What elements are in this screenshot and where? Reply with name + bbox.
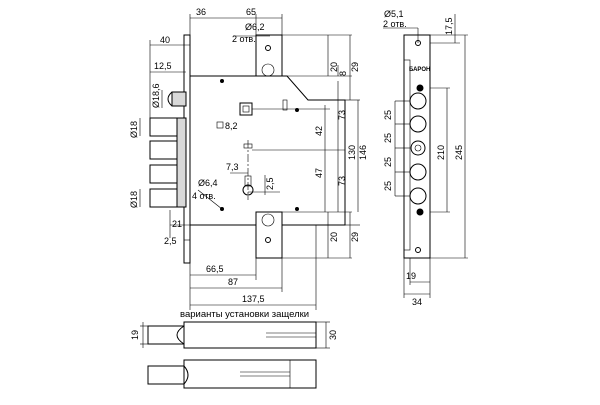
latch-bolt-bevel bbox=[167, 91, 173, 107]
fp-dim-245: 245 bbox=[454, 145, 464, 160]
dim-21: 21 bbox=[172, 219, 182, 229]
mount-hole-4 bbox=[295, 207, 299, 211]
latch-variant-2-bevel bbox=[183, 365, 189, 385]
latch-variants: варианты установки защелки 19 30 bbox=[130, 309, 338, 389]
tab-detail-top bbox=[261, 63, 275, 77]
dim-40: 40 bbox=[160, 35, 170, 45]
dim-20-bottom: 20 bbox=[329, 232, 339, 242]
fp-latch-inner bbox=[414, 144, 422, 152]
dim-47: 47 bbox=[314, 168, 324, 178]
dim-8: 8 bbox=[338, 71, 348, 76]
fp-hole-bottom bbox=[415, 247, 421, 253]
fp-dim-2-holes: 2 отв. bbox=[383, 19, 407, 29]
tab-hole-top bbox=[265, 45, 271, 51]
square-follower-inner bbox=[242, 105, 250, 113]
dim-18-a: Ø18 bbox=[129, 121, 139, 138]
dim-87: 87 bbox=[228, 277, 238, 287]
dim-7-3: 7,3 bbox=[226, 162, 239, 172]
latch-variant-2-body bbox=[183, 359, 317, 389]
sq-symbol-82 bbox=[216, 121, 224, 129]
dim-146: 146 bbox=[358, 145, 368, 160]
center-mark bbox=[243, 143, 253, 149]
dim-hole-62: Ø6,2 bbox=[245, 22, 265, 32]
fp-bolt-4 bbox=[409, 187, 427, 205]
bolt-band bbox=[176, 117, 187, 208]
dim-18-6: Ø18,6 bbox=[151, 83, 161, 108]
dim-12-5: 12,5 bbox=[154, 61, 172, 71]
dim-2-5-b: 2,5 bbox=[265, 177, 275, 190]
dim-2-holes-a: 2 отв. bbox=[232, 34, 256, 44]
fp-dim-5-1: Ø5,1 bbox=[384, 9, 404, 19]
fp-dim-25-1: 25 bbox=[383, 110, 393, 120]
dim-29-top: 29 bbox=[350, 62, 360, 72]
fp-dim-34: 34 bbox=[412, 297, 422, 307]
latch-variant-1-bolt bbox=[147, 325, 185, 345]
dim-73-bottom: 73 bbox=[337, 176, 347, 186]
brand-logo: БАРОН bbox=[409, 67, 430, 73]
main-dim-texts: 36 65 Ø6,2 2 отв. 40 12,5 Ø18,6 Ø18 Ø18 … bbox=[129, 7, 368, 304]
fp-dim-25-2: 25 bbox=[383, 133, 393, 143]
body-bottom-tab bbox=[255, 211, 283, 259]
dim-65: 65 bbox=[246, 7, 256, 17]
fp-screw-1 bbox=[416, 84, 424, 92]
latch-variant-1-body bbox=[183, 321, 317, 349]
latch-variant-2-bolt bbox=[147, 365, 185, 385]
latch-variants-title: варианты установки защелки bbox=[180, 309, 309, 320]
dim-36: 36 bbox=[196, 7, 206, 17]
faceplate-edge bbox=[403, 59, 411, 251]
body-top-tab bbox=[255, 34, 283, 77]
dim-18-b: Ø18 bbox=[129, 191, 139, 208]
dim-square-8-2: 8,2 bbox=[225, 121, 238, 131]
dim-137-5: 137,5 bbox=[242, 294, 265, 304]
faceplate-view: БАРОН bbox=[383, 14, 468, 298]
fp-dim-210: 210 bbox=[436, 145, 446, 160]
fp-bolt-1 bbox=[409, 92, 427, 110]
dim-20-top: 20 bbox=[329, 62, 339, 72]
mount-hole-1 bbox=[220, 79, 224, 83]
latch-dim-19: 19 bbox=[130, 330, 140, 340]
latch-dim-30: 30 bbox=[328, 330, 338, 340]
fp-bolt-2 bbox=[409, 115, 427, 133]
fp-latch bbox=[410, 140, 426, 156]
dim-29-bottom: 29 bbox=[350, 232, 360, 242]
square-follower bbox=[239, 102, 253, 116]
tab-detail-bottom bbox=[261, 213, 275, 227]
dim-hole-64: Ø6,4 bbox=[198, 178, 218, 188]
main-dim-lines bbox=[139, 14, 360, 310]
tab-hole-bottom bbox=[265, 237, 271, 243]
body-slot bbox=[282, 99, 288, 111]
dim-2-5: 2,5 bbox=[164, 236, 177, 246]
fp-dim-19: 19 bbox=[406, 271, 416, 281]
fp-dim-17-5: 17,5 bbox=[444, 17, 454, 35]
dim-130: 130 bbox=[347, 145, 357, 160]
dim-4-holes: 4 отв. bbox=[192, 191, 216, 201]
fp-dim-25-3: 25 bbox=[383, 157, 393, 167]
latch-variant-1-bevel bbox=[176, 325, 185, 345]
fp-dim-25-4: 25 bbox=[383, 181, 393, 191]
fp-bolt-3 bbox=[409, 163, 427, 181]
dim-73-top: 73 bbox=[337, 110, 347, 120]
dim-42: 42 bbox=[314, 126, 324, 136]
body-plate bbox=[189, 75, 346, 226]
fp-screw-2 bbox=[416, 208, 424, 216]
lock-body bbox=[183, 34, 346, 264]
dim-66-5: 66,5 bbox=[206, 264, 224, 274]
latch-bolt bbox=[171, 91, 187, 107]
bolts bbox=[149, 91, 187, 208]
faceplate-dim-texts: Ø5,1 2 отв. 17,5 25 25 25 25 210 245 19 … bbox=[383, 9, 464, 307]
